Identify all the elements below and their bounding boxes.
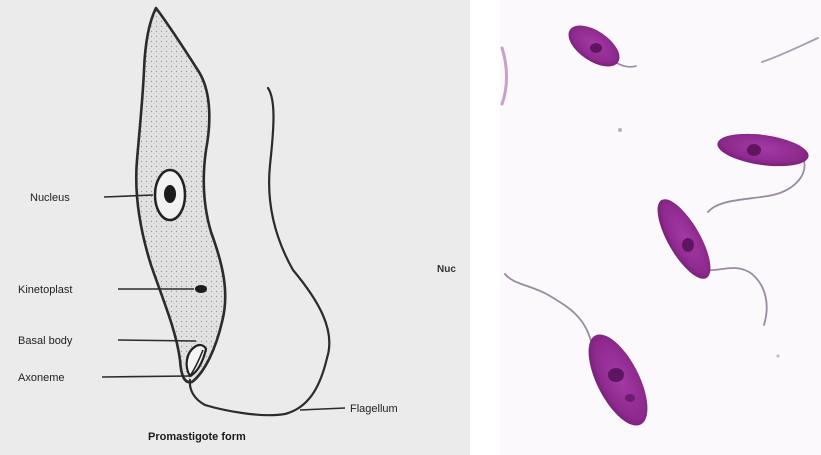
micrograph-background xyxy=(500,0,821,455)
debris-speck xyxy=(618,128,622,132)
debris-speck xyxy=(776,354,779,357)
basal-body-pointer xyxy=(118,340,196,341)
parasite-5-granule xyxy=(625,394,635,402)
promastigote-drawing-panel: Nucleus Kinetoplast Basal body Axoneme F… xyxy=(0,0,500,455)
nucleus-karyosome xyxy=(164,185,176,203)
label-nucleus: Nucleus xyxy=(30,192,70,204)
kinetoplast xyxy=(195,285,207,293)
micrograph-panel xyxy=(500,0,821,455)
label-basal-body: Basal body xyxy=(18,335,73,347)
panel-gap xyxy=(470,0,500,455)
parasite-3-nucleus xyxy=(747,144,761,156)
axoneme-pointer xyxy=(102,376,190,377)
drawing-background xyxy=(0,0,470,455)
parasite-4-nucleus xyxy=(682,238,694,252)
label-kinetoplast: Kinetoplast xyxy=(18,284,72,296)
label-flagellum: Flagellum xyxy=(350,403,398,415)
parasite-1-nucleus xyxy=(590,43,602,53)
diagram-caption: Promastigote form xyxy=(148,431,246,443)
stray-text-fragment: Nuc xyxy=(437,264,456,275)
label-axoneme: Axoneme xyxy=(18,372,64,384)
parasite-5-nucleus xyxy=(608,368,624,382)
